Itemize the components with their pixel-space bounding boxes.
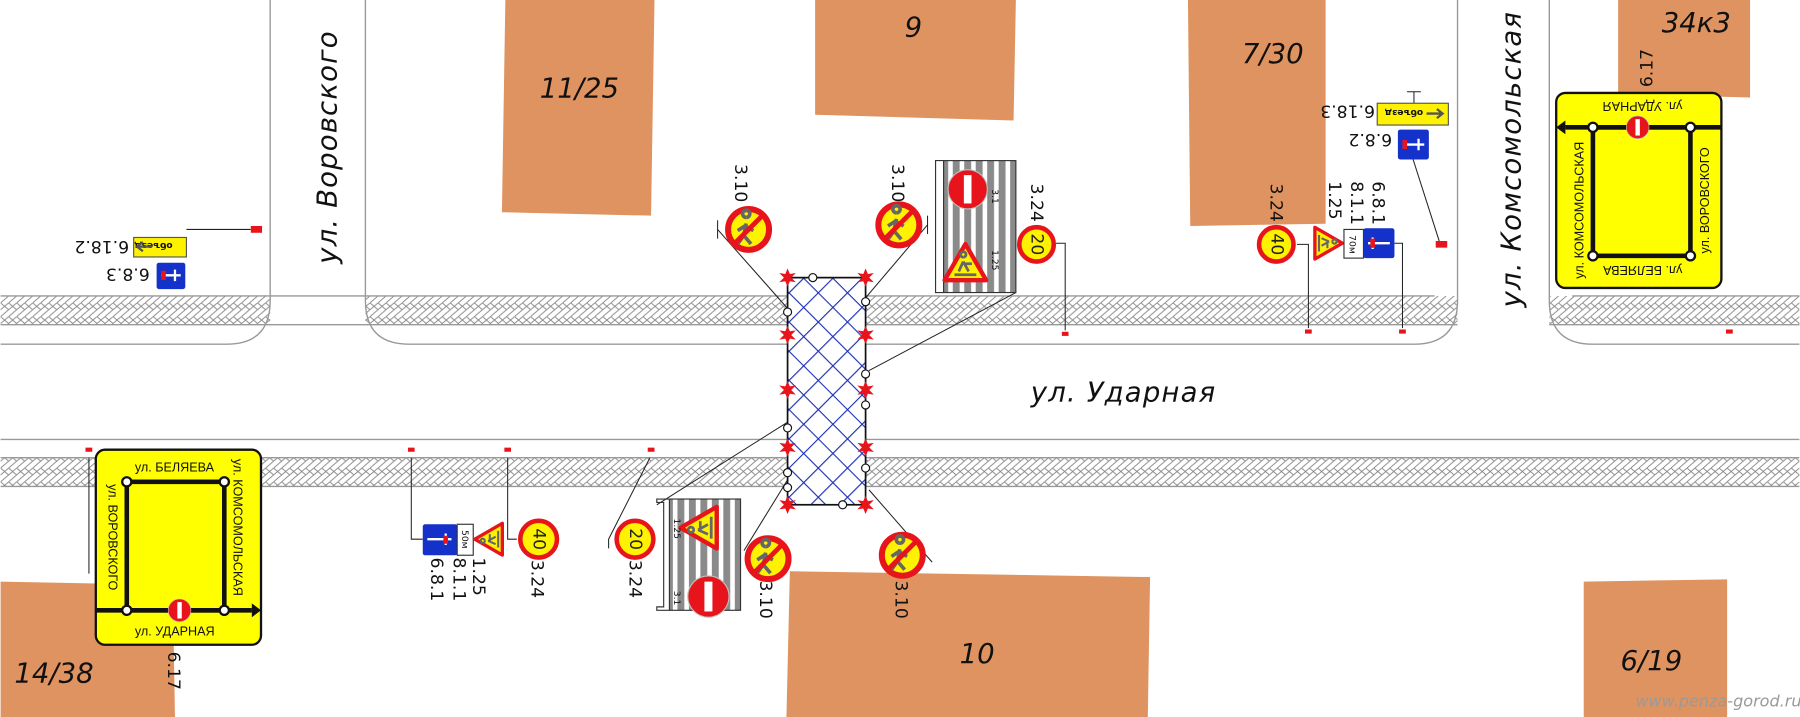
street-label-vorovskogo: ул. Воровского [312,30,344,265]
svg-text:ул. УДАРНАЯ: ул. УДАРНАЯ [1603,99,1683,113]
sign-3-10-top-right: 3.10 [878,164,919,245]
svg-text:ул. БЕЛЯЕВА: ул. БЕЛЯЕВА [1603,263,1683,277]
sign-3-24-speed-20-bottom: 20 3.24 [614,518,656,598]
svg-text:6.8.1: 6.8.1 [1368,181,1388,225]
detour-scheme-sign-bottom: ул. БЕЛЯЕВА ул. ВОРОВСКОГО ул. КОМСОМОЛЬ… [94,448,263,646]
svg-text:6.8.3: 6.8.3 [106,263,150,283]
svg-text:ул. КОМСОМОЛЬСКАЯ: ул. КОМСОМОЛЬСКАЯ [230,459,244,596]
sign-group-6-18-3-6-8-2: объезд 6.18.3 6.8.2 [1320,101,1449,160]
sign-board-bottom: 1.25 3.1 [656,498,742,618]
sign-group-6-18-2-6-8-3: объезд 6.18.2 6.8.3 [74,236,188,290]
sign-6-17-label-bottom: 6.17 [163,652,183,690]
road-network [0,0,1800,488]
building-11-25 [501,0,655,216]
svg-text:объезд: объезд [134,240,173,251]
sign-3-10-top-left: 3.10 [728,164,769,250]
svg-text:3.10: 3.10 [730,164,750,202]
svg-text:6.8.1: 6.8.1 [426,558,446,602]
svg-text:ул. УДАРНАЯ: ул. УДАРНАЯ [135,625,215,639]
building-label: 9 [905,12,923,44]
svg-text:ул. ВОРОВСКОГО: ул. ВОРОВСКОГО [105,484,119,590]
svg-text:3.24: 3.24 [1266,184,1286,222]
svg-text:6.8.2: 6.8.2 [1348,129,1392,149]
svg-text:3.24: 3.24 [624,560,644,598]
sign-3-24-speed-40-bottom: 40 3.24 [517,518,560,598]
sign-3-10-bottom-left: 3.10 [748,538,789,619]
detour-scheme-sign-top: ул. БЕЛЯЕВА ул. ВОРОВСКОГО ул. КОМСОМОЛЬ… [1555,91,1723,290]
svg-text:1.25: 1.25 [468,558,488,596]
svg-text:40: 40 [1266,233,1286,255]
barrier-posts [782,273,871,510]
svg-text:8.1.1: 8.1.1 [1346,181,1366,225]
svg-text:1.25: 1.25 [989,250,1000,271]
svg-text:3.10: 3.10 [887,164,907,202]
svg-text:1.25: 1.25 [1324,181,1344,219]
svg-text:объезд: объезд [1385,107,1423,118]
svg-text:6.18.3: 6.18.3 [1320,101,1375,121]
svg-text:ул. ВОРОВСКОГО: ул. ВОРОВСКОГО [1698,147,1712,253]
sign-board-top: 3.1 1.25 [934,160,1017,294]
building-label: 11/25 [540,73,619,105]
building-34k3 [1618,0,1751,98]
building-label: 6/19 [1620,645,1682,677]
building-7-30 [1187,0,1326,226]
building-9 [815,0,1016,121]
building-label: 14/38 [14,658,93,690]
building-label: 10 [960,638,995,670]
svg-text:3.1: 3.1 [671,591,682,606]
svg-text:8.1.1: 8.1.1 [449,558,469,602]
svg-text:3.24: 3.24 [527,560,547,598]
svg-text:50м: 50м [459,530,470,549]
svg-text:ул. БЕЛЯЕВА: ул. БЕЛЯЕВА [135,460,215,474]
work-zone [779,268,874,514]
watermark: www.penza-gorod.ru [1635,692,1800,711]
street-label-komsomolskaya: ул. Комсомольская [1496,11,1528,309]
buildings: 11/25 9 7/30 34к3 14/38 10 6/19 [0,0,1751,717]
sign-group-6-8-1-8-1-1-1-25-bottom: 50м 1.25 8.1.1 6.8.1 [422,521,505,602]
svg-text:20: 20 [1027,233,1047,255]
building-6-19 [1583,579,1728,717]
svg-text:ул. КОМСОМОЛЬСКАЯ: ул. КОМСОМОЛЬСКАЯ [1573,142,1587,279]
svg-text:40: 40 [529,528,549,550]
building-label: 34к3 [1662,7,1731,39]
street-label-udarnaya: ул. Ударная [1030,377,1217,409]
sign-3-24-speed-20-top: 20 3.24 [1017,184,1057,264]
sign-3-10-bottom-right: 3.10 [882,535,923,619]
sign-group-1-25-8-1-1-6-8-1-top: 70м 1.25 8.1.1 6.8.1 [1313,181,1395,261]
svg-text:3.24: 3.24 [1026,184,1046,222]
svg-text:3.1: 3.1 [989,189,1000,204]
svg-text:1.25: 1.25 [671,519,682,540]
building-label: 7/30 [1242,38,1304,70]
building-10 [786,571,1151,717]
svg-text:3.10: 3.10 [755,580,775,618]
svg-text:6.18.2: 6.18.2 [74,236,129,256]
sign-3-24-speed-40-top: 40 3.24 [1256,184,1296,264]
svg-text:70м: 70м [1347,235,1358,254]
sign-6-17-label-top: 6.17 [1638,49,1658,87]
svg-text:3.10: 3.10 [890,580,910,618]
svg-text:20: 20 [625,528,645,550]
